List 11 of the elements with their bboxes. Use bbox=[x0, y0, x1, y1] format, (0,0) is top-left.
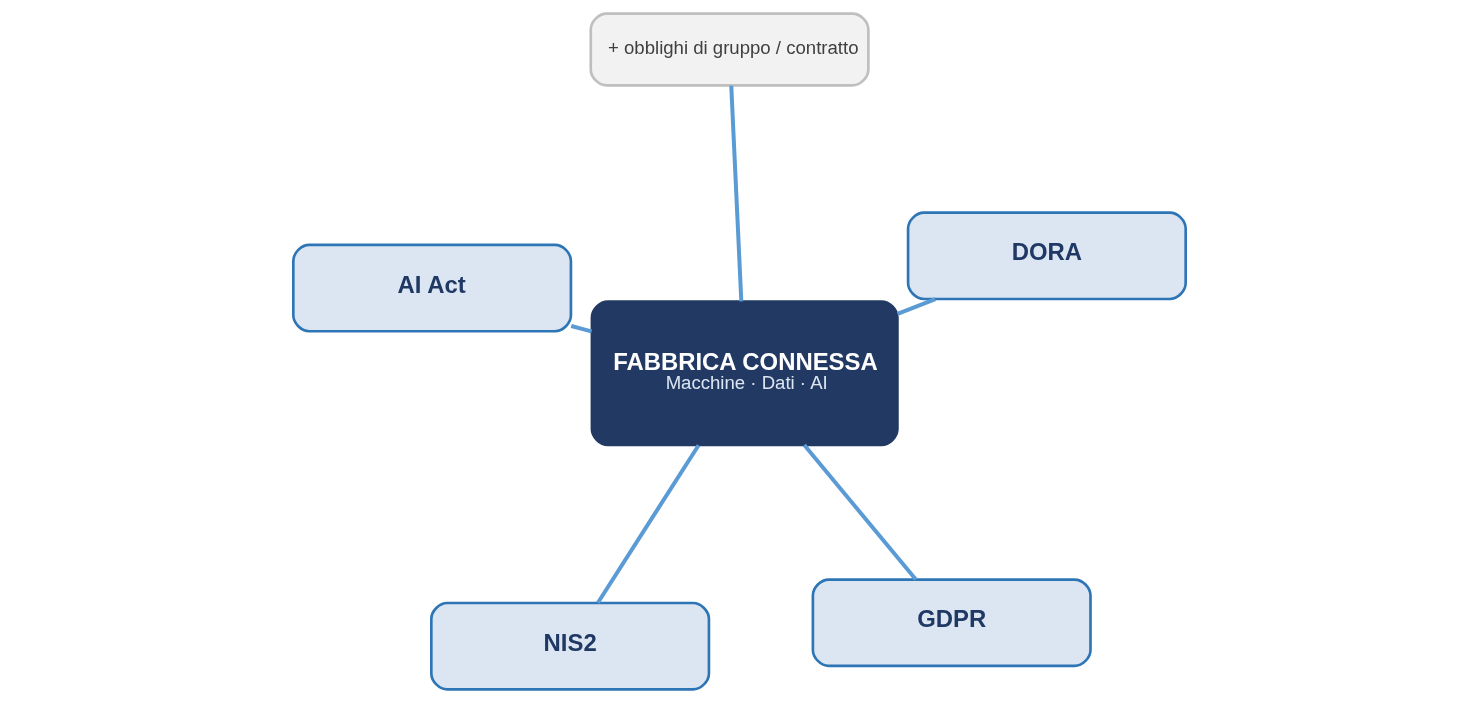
node-box: NIS2 bbox=[430, 601, 711, 691]
connector bbox=[570, 324, 593, 334]
connector bbox=[802, 443, 918, 581]
node-box: DORA bbox=[906, 211, 1187, 301]
connector bbox=[896, 297, 937, 316]
node-box: GDPR bbox=[811, 578, 1092, 668]
node-box: AI Act bbox=[292, 243, 573, 333]
connector bbox=[729, 85, 744, 302]
connector bbox=[596, 444, 701, 604]
node-box: + obblighi di gruppo / contratto bbox=[589, 12, 870, 87]
node-box: FABBRICA CONNESSA Macchine · Dati · AI bbox=[590, 300, 899, 447]
